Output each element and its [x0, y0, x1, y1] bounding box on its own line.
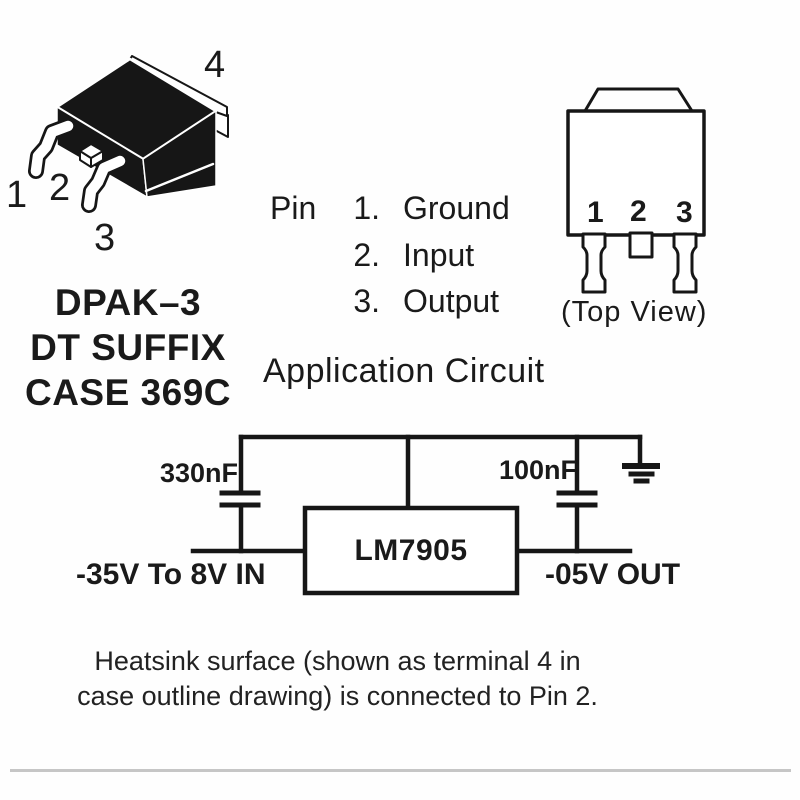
input-voltage-label: -35V To 8V IN: [76, 558, 266, 591]
application-circuit-schematic: [190, 434, 660, 596]
top-view-body: [566, 109, 706, 237]
pin-number: 1.: [353, 190, 380, 226]
package-lead2-top: [79, 143, 104, 159]
top-view-lead3: [672, 232, 698, 294]
package-3d-drawing: [28, 55, 229, 213]
pin-function: Input: [403, 237, 475, 273]
bottom-divider: [10, 769, 791, 772]
heatsink-note-line1: Heatsink surface (shown as terminal 4 in: [94, 646, 581, 676]
package-caption: DPAK–3 DT SUFFIX CASE 369C: [0, 280, 256, 415]
top-view-lead2: [628, 231, 654, 259]
pin-number: 3.: [353, 283, 380, 319]
heatsink-note: Heatsink surface (shown as terminal 4 in…: [55, 644, 620, 714]
top-view-caption: (Top View): [561, 296, 708, 328]
top-view-drawing: [566, 87, 706, 294]
package-bottom-highlight: [144, 162, 215, 193]
regulator-part-number: LM7905: [354, 533, 468, 567]
package-case: CASE 369C: [24, 372, 232, 413]
heatsink-note-line2: case outline drawing) is connected to Pi…: [77, 681, 598, 711]
pin-list-heading: Pin: [270, 190, 317, 226]
pin-number: 2.: [353, 237, 380, 273]
input-capacitor-value: 330nF: [160, 458, 239, 488]
package-front-right-face: [142, 110, 217, 198]
top-view-pin1-label: 1: [587, 196, 604, 229]
pin-function: Ground: [403, 190, 510, 226]
top-view-tab: [583, 87, 694, 112]
top-view-pin3-label: 3: [676, 196, 693, 229]
pin-function: Output: [403, 283, 500, 319]
package-lead3: [83, 155, 126, 211]
package-lead1: [30, 120, 74, 177]
top-view-lead1: [581, 232, 607, 294]
package-pin1-label: 1: [6, 174, 28, 216]
regulator-box: [302, 505, 520, 596]
package-name: DPAK–3: [54, 282, 202, 323]
package-pin4-label: 4: [204, 44, 226, 86]
output-capacitor-value: 100nF: [499, 455, 578, 485]
package-pin3-label: 3: [94, 217, 116, 259]
package-suffix: DT SUFFIX: [30, 327, 226, 368]
application-circuit-title: Application Circuit: [263, 352, 545, 390]
package-pin2-label: 2: [49, 167, 71, 209]
output-voltage-label: -05V OUT: [545, 558, 681, 591]
top-view-pin2-label: 2: [630, 195, 647, 228]
